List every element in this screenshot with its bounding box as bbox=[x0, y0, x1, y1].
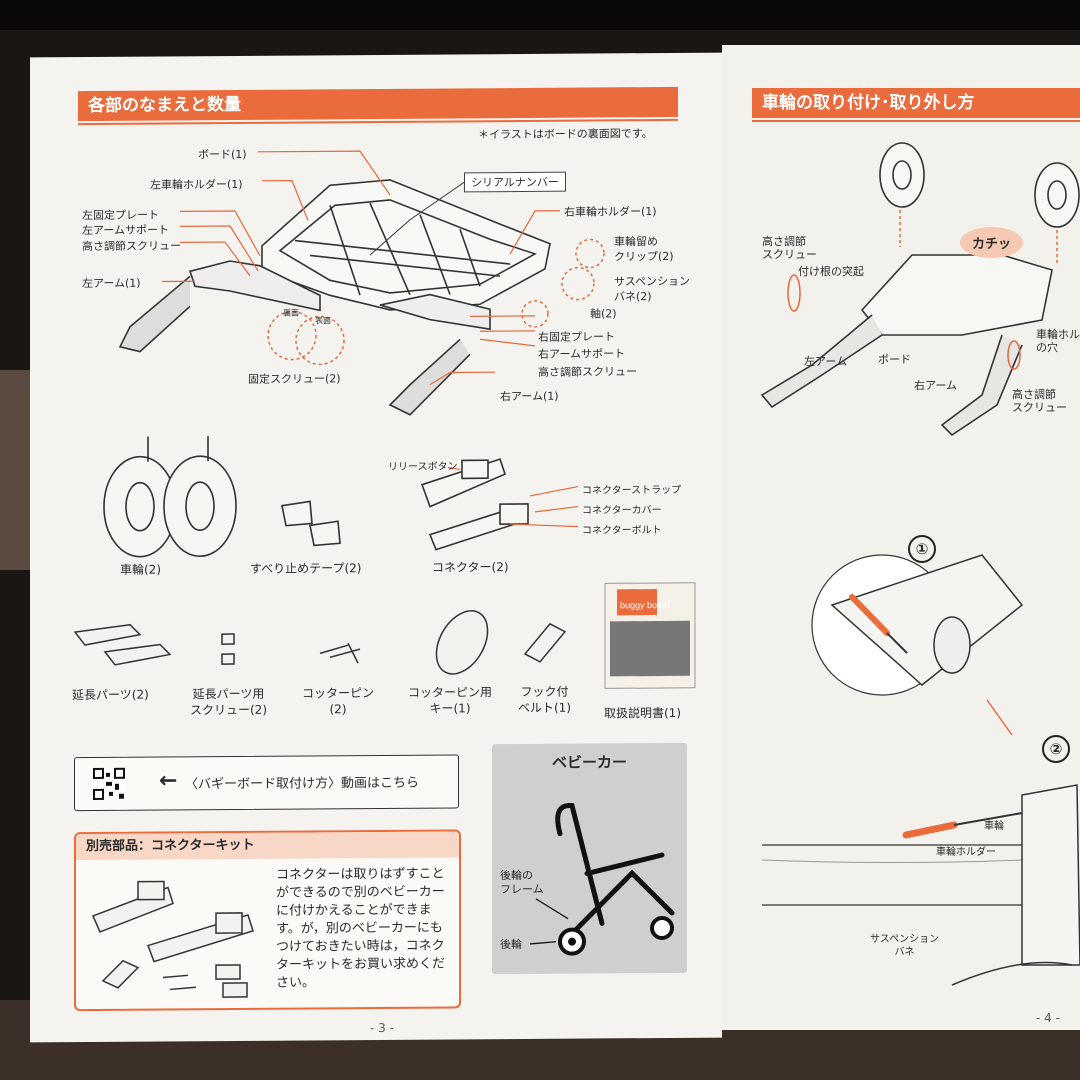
arrow-left-icon: ← bbox=[159, 768, 178, 794]
label-suspension-spring: サスペンション バネ bbox=[870, 934, 940, 958]
label-left-arm: 左アーム(1) bbox=[82, 276, 141, 291]
label-left-fixed-plate: 左固定プレート bbox=[82, 208, 159, 223]
label-rear-frame: 後輪の フレーム bbox=[500, 868, 544, 897]
stroller-drawing bbox=[529, 803, 675, 956]
label-left-arm-r: 左アーム bbox=[804, 355, 848, 368]
connector-kit-box: 別売部品：コネクターキット コネクターは取りはずすことができるので別のベビーカー… bbox=[74, 829, 461, 1012]
label-wheel-holder-hole: 車輪ホル の穴 bbox=[1036, 328, 1080, 354]
label-board: ボード(1) bbox=[198, 147, 247, 162]
label-manual: 取扱説明書(1) bbox=[604, 705, 681, 721]
label-wheel-holder: 車輪ホルダー bbox=[936, 847, 996, 858]
label-height-screw-right: 高さ調節スクリュー bbox=[538, 365, 637, 379]
background-left bbox=[0, 370, 30, 570]
label-hook-belt: フック付ベルト(1) bbox=[518, 684, 571, 716]
label-right-fixed-plate: 右固定プレート bbox=[538, 330, 615, 344]
label-connector-cover: コネクターカバー bbox=[582, 505, 662, 517]
label-right-arm-support: 右アームサポート bbox=[538, 347, 626, 361]
click-sound-label: カチッ bbox=[960, 227, 1024, 258]
label-height-screw-top: 高さ調節 スクリュー bbox=[762, 235, 817, 261]
label-extension-screws: 延長パーツ用スクリュー(2) bbox=[190, 686, 267, 718]
label-release-button: リリースボタン bbox=[388, 461, 458, 473]
label-back-side: 裏面 bbox=[283, 308, 299, 318]
label-wheel-clip-1: 車輪留め bbox=[614, 235, 658, 249]
label-height-screw-bottom: 高さ調節 スクリュー bbox=[1012, 388, 1067, 414]
label-cotter-pin: コッターピン(2) bbox=[302, 686, 375, 717]
label-anti-slip-tape: すべり止めテープ(2) bbox=[250, 561, 362, 576]
label-extension-parts: 延長パーツ(2) bbox=[72, 687, 149, 703]
video-link-box[interactable]: ← 〈バギーボード取付け方〉動画はこちら bbox=[74, 754, 459, 812]
label-right-arm: 右アーム(1) bbox=[500, 389, 559, 404]
page-number-3: - 3 - bbox=[370, 1020, 394, 1036]
connector-kit-drawing bbox=[91, 880, 254, 998]
label-fix-screw: 固定スクリュー(2) bbox=[248, 372, 341, 386]
label-connector: コネクター(2) bbox=[432, 560, 509, 575]
label-wheels: 車輪(2) bbox=[120, 562, 161, 577]
page-number-4: - 4 - bbox=[1036, 1011, 1060, 1025]
connector-kit-description: コネクターは取りはずすことができるので別のベビーカーに付けかえることができます。… bbox=[276, 866, 446, 991]
label-rear-wheel: 後輪 bbox=[500, 937, 522, 952]
label-base-protrusion: 付け根の突起 bbox=[798, 265, 864, 278]
label-suspension-1: サスペンション bbox=[614, 274, 691, 289]
serial-number-label: シリアルナンバー bbox=[464, 171, 566, 193]
label-board-r: ボード bbox=[878, 353, 911, 366]
label-axle: 軸(2) bbox=[590, 307, 617, 321]
label-connector-strap: コネクターストラップ bbox=[582, 484, 682, 497]
connector-kit-title: 別売部品：コネクターキット bbox=[76, 831, 459, 861]
step2-diagram bbox=[761, 784, 1080, 986]
background-top bbox=[0, 0, 1080, 30]
label-left-wheel-holder: 左車輪ホルダー(1) bbox=[150, 177, 243, 192]
label-wheel-clip-2: クリップ(2) bbox=[614, 249, 674, 264]
label-left-arm-support: 左アームサポート bbox=[82, 223, 170, 238]
section-header-wheel-install: 車輪の取り付け･取り外し方 bbox=[752, 88, 1080, 122]
label-cotter-pin-key: コッターピン用キー(1) bbox=[408, 685, 493, 716]
label-connector-bolt: コネクターボルト bbox=[582, 525, 662, 537]
accessories-row1-drawings bbox=[103, 436, 579, 558]
stroller-illustration-box: ベビーカー 後輪の フレーム 後輪 bbox=[492, 742, 687, 975]
manual-cover-title: buggy board bbox=[620, 600, 670, 610]
step2-number: ② bbox=[1042, 735, 1070, 763]
manual-page-3: 各部のなまえと数量 ＊イラストはボードの裏面図です。 bbox=[30, 52, 722, 1043]
board-parts-diagram bbox=[118, 150, 605, 416]
accessories-row2-drawings: buggy board bbox=[73, 582, 696, 689]
label-height-screw-left: 高さ調節スクリュー bbox=[82, 239, 181, 254]
label-right-arm-r: 右アーム bbox=[914, 379, 958, 392]
step1-diagram bbox=[811, 554, 1024, 736]
manual-page-4: 車輪の取り付け･取り外し方 カチッ 高さ調節 スクリュー 付け根の突起 車輪ホル… bbox=[722, 45, 1080, 1030]
label-suspension-2: バネ(2) bbox=[614, 290, 652, 304]
step1-number: ① bbox=[908, 535, 936, 563]
label-right-wheel-holder: 右車輪ホルダー(1) bbox=[564, 205, 657, 219]
wheel-install-diagram bbox=[760, 142, 1080, 437]
label-front-side: 表面 bbox=[315, 316, 331, 326]
label-wheel: 車輪 bbox=[984, 821, 1004, 832]
video-link-text: 〈バギーボード取付け方〉動画はこちら bbox=[185, 775, 420, 793]
qr-code-icon bbox=[93, 767, 125, 800]
